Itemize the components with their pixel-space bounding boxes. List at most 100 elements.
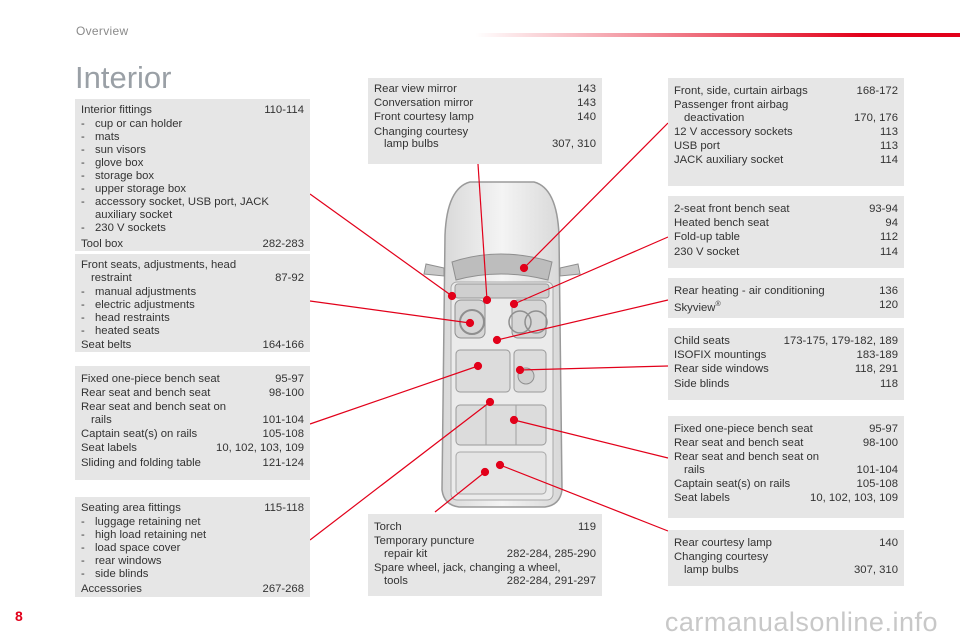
item-label: rails xyxy=(91,413,112,426)
item-label: repair kit xyxy=(384,547,428,560)
page-ref: 119 xyxy=(577,521,596,533)
item-label: ISOFIX mountings xyxy=(674,349,767,362)
page-ref: 267-268 xyxy=(262,582,304,595)
item-label: Rear seat and bench seat on xyxy=(674,451,820,464)
item-label: Child seats xyxy=(674,335,730,347)
item-label: Accessories xyxy=(81,582,142,595)
page-ref: 113 xyxy=(879,125,898,138)
item-label: lamp bulbs xyxy=(684,563,739,576)
page-ref: 101-104 xyxy=(856,463,898,476)
item-label: Seating area fittings xyxy=(81,502,181,514)
item-label: Rear seat and bench seat xyxy=(81,387,211,400)
callout-lines xyxy=(309,122,669,541)
item-label: Rear view mirror xyxy=(374,83,457,95)
item-label: Rear seat and bench seat on xyxy=(81,401,227,414)
item-label: Interior fittings xyxy=(81,104,152,116)
item-label: tools xyxy=(384,574,408,587)
item-label: Seat labels xyxy=(674,492,730,505)
header-accent-bar xyxy=(475,33,960,37)
page-ref: 183-189 xyxy=(856,349,898,362)
item-label: Sliding and folding table xyxy=(81,456,201,469)
item-label: Fold-up table xyxy=(674,231,740,244)
list-item: accessory socket, USB port, JACK xyxy=(95,196,269,209)
box-rear-seating-right: Fixed one-piece bench seat 95-97 Rear sea… xyxy=(668,416,904,518)
page-ref: 101-104 xyxy=(262,413,304,426)
item-label: Rear heating - air conditioning xyxy=(674,285,825,297)
item-label: Rear courtesy lamp xyxy=(674,537,772,549)
list-item: mats xyxy=(95,131,120,144)
box-child-seats: Child seats 173-175, 179-182, 189 ISOFIX … xyxy=(668,328,904,400)
item-label: Seat belts xyxy=(81,339,132,352)
page-ref: 93-94 xyxy=(869,203,898,215)
page-ref: 140 xyxy=(879,537,898,549)
page-ref: 113 xyxy=(879,140,898,153)
item-label: Conversation mirror xyxy=(374,97,474,110)
item-label: Seat labels xyxy=(81,442,137,455)
item-label: USB port xyxy=(674,140,720,153)
page-ref: 112 xyxy=(879,231,898,244)
list-item: head restraints xyxy=(95,311,170,324)
page-ref: 87-92 xyxy=(275,271,304,284)
item-label: Fixed one-piece bench seat xyxy=(81,373,220,385)
page-ref: 282-284, 291-297 xyxy=(506,574,596,587)
list-item: 230 V sockets xyxy=(95,222,166,235)
page-ref: 10, 102, 103, 109 xyxy=(216,442,304,455)
item-label: Captain seat(s) on rails xyxy=(674,478,791,491)
item-label: 12 V accessory sockets xyxy=(674,125,793,138)
page-ref: 143 xyxy=(577,97,596,110)
item-label: restraint xyxy=(91,271,132,284)
box-rear-heating: Rear heating - air conditioning 136 Skyvi… xyxy=(668,278,904,318)
page-title: Interior xyxy=(75,60,172,95)
box-rear-seating: Fixed one-piece bench seat 95-97 Rear sea… xyxy=(75,366,310,480)
page-ref: 114 xyxy=(879,154,898,167)
section-header: Overview xyxy=(76,24,129,38)
registered-mark: ® xyxy=(715,301,721,309)
item-label: Rear seat and bench seat xyxy=(674,437,804,450)
page-ref: 307, 310 xyxy=(552,138,596,151)
page-ref: 114 xyxy=(879,245,898,258)
list-item: auxiliary socket xyxy=(95,209,173,222)
list-item: side blinds xyxy=(95,568,149,581)
item-label: JACK auxiliary socket xyxy=(674,154,784,167)
list-item: heated seats xyxy=(95,324,160,337)
page-ref: 121-124 xyxy=(262,456,304,469)
page-ref: 118 xyxy=(879,377,898,390)
page-ref: 95-97 xyxy=(275,373,304,385)
page-ref: 140 xyxy=(577,111,596,124)
item-label: Changing courtesy xyxy=(674,551,769,564)
list-item: rear windows xyxy=(95,555,162,568)
page-ref: 120 xyxy=(879,299,898,312)
box-mirrors-lamps: Rear view mirror 143 Conversation mirror 1… xyxy=(368,78,602,164)
page-ref: 168-172 xyxy=(856,85,898,97)
list-item: electric adjustments xyxy=(95,298,195,311)
page-ref: 282-283 xyxy=(262,237,304,250)
item-label: Passenger front airbag xyxy=(674,99,789,112)
list-item: upper storage box xyxy=(95,183,187,196)
page-ref: 143 xyxy=(577,83,596,95)
page-ref: 95-97 xyxy=(869,423,898,435)
page-ref: 115-118 xyxy=(264,502,304,514)
item-label: Tool box xyxy=(81,237,124,250)
page-ref: 136 xyxy=(879,285,898,297)
item-label: Captain seat(s) on rails xyxy=(81,428,198,441)
list-item: cup or can holder xyxy=(95,118,183,131)
list-item: glove box xyxy=(95,157,144,170)
item-label: deactivation xyxy=(684,111,745,124)
page-ref: 105-108 xyxy=(856,478,898,491)
page-ref: 94 xyxy=(885,217,898,230)
page-ref: 170, 176 xyxy=(854,111,898,124)
item-label: Skyview xyxy=(674,301,716,314)
van-body xyxy=(423,181,581,508)
page-number: 8 xyxy=(15,608,23,624)
page-ref: 173-175, 179-182, 189 xyxy=(783,335,898,347)
item-label: Heated bench seat xyxy=(674,217,769,230)
page-ref: 98-100 xyxy=(862,437,898,450)
item-label: Rear side windows xyxy=(674,363,769,376)
list-item: storage box xyxy=(95,170,155,183)
item-label: Fixed one-piece bench seat xyxy=(674,423,813,435)
item-label: Torch xyxy=(374,521,402,533)
